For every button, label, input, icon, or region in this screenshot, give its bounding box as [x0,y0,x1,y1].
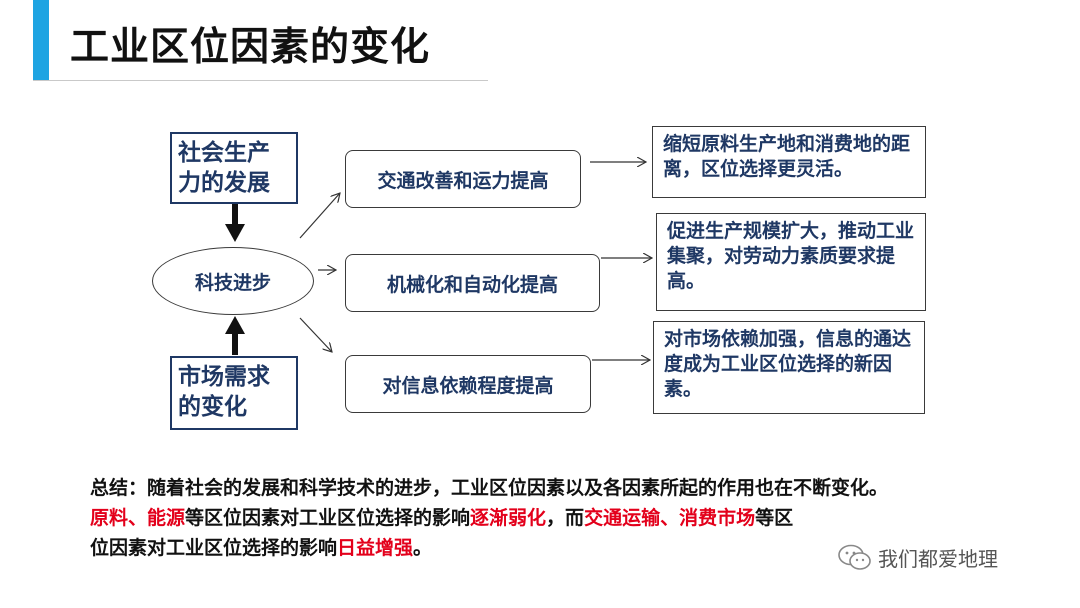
highlight-strengthening: 日益增强 [337,537,414,559]
title-accent-bar [33,0,49,80]
page-title: 工业区位因素的变化 [70,25,431,70]
result-box-market: 对市场依赖加强，信息的通达度成为工业区位选择的新因素。 [653,321,925,414]
summary-text: 总结：随着社会的发展和科学技术的进步，工业区位因素以及各因素所起的作用也在不断变… [90,473,1050,563]
arrow-center-to-middle-1 [299,193,340,239]
highlight-raw-energy: 原料、能源 [90,507,186,529]
middle-box-transport: 交通改善和运力提高 [345,150,581,208]
tech-progress-label: 科技进步 [194,271,271,294]
driver-productivity-box: 社会生产力的发展 [170,132,298,204]
summary-line-1: 总结：随着社会的发展和科学技术的进步，工业区位因素以及各因素所起的作用也在不断变… [90,477,889,499]
highlight-transport-market: 交通运输、消费市场 [584,507,756,529]
highlight-weakening: 逐渐弱化 [470,507,547,529]
watermark-text: 我们都爱地理 [878,547,998,571]
arrow-top-to-center [225,203,245,242]
tech-progress-ellipse: 科技进步 [152,247,314,315]
middle-box-automation: 机械化和自动化提高 [345,254,600,312]
summary-line-2: 原料、能源等区位因素对工业区位选择的影响逐渐弱化，而交通运输、消费市场等区 [90,507,794,529]
arrow-bottom-to-center [225,316,245,355]
arrow-center-to-middle-3 [299,317,332,352]
summary-line-3: 位因素对工业区位选择的影响日益增强。 [90,537,433,559]
middle-box-label: 机械化和自动化提高 [386,273,558,296]
wechat-icon [838,544,871,570]
watermark: 我们都爱地理 [838,543,998,572]
middle-box-label: 交通改善和运力提高 [377,169,549,192]
middle-box-information: 对信息依赖程度提高 [345,355,591,413]
middle-box-label: 对信息依赖程度提高 [382,374,554,397]
title-underline [33,80,488,81]
driver-market-box: 市场需求的变化 [170,356,298,430]
result-box-distance: 缩短原料生产地和消费地的距离，区位选择更灵活。 [652,126,926,198]
result-box-scale: 促进生产规模扩大，推动工业集聚，对劳动力素质要求提高。 [656,213,926,311]
